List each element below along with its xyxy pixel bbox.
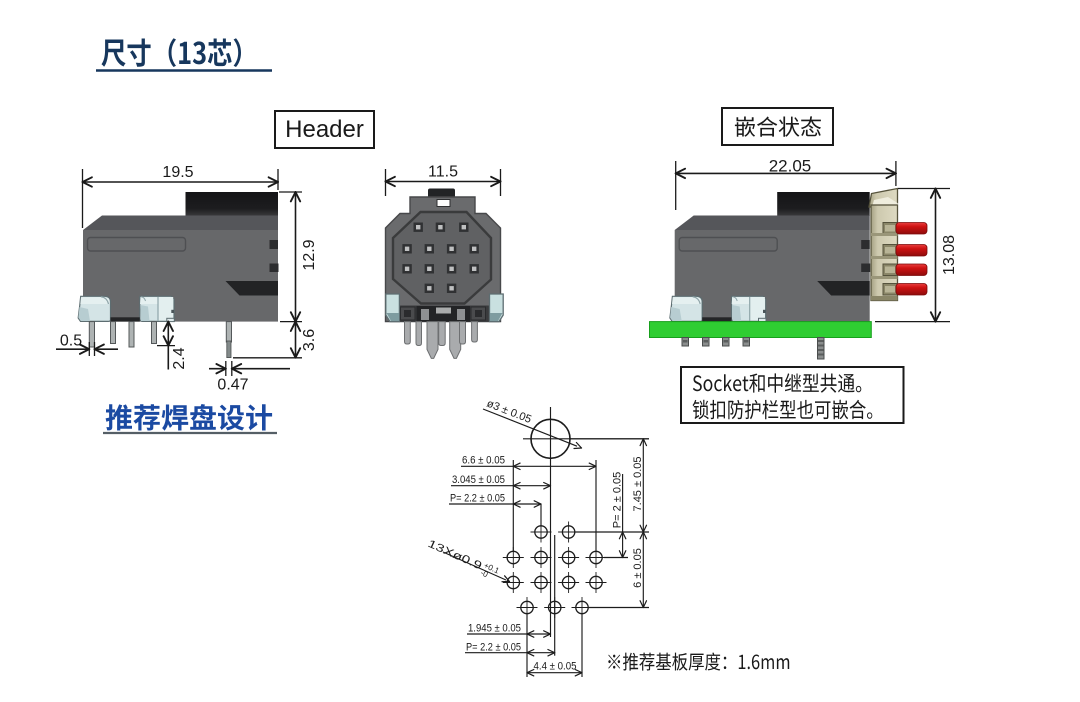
svg-text:19.5: 19.5 — [162, 164, 193, 181]
svg-text:P= 2.2 ± 0.05: P= 2.2 ± 0.05 — [466, 642, 521, 654]
svg-text:3.045 ± 0.05: 3.045 ± 0.05 — [452, 474, 505, 486]
svg-text:0.47: 0.47 — [217, 377, 248, 394]
svg-text:P= 2 ± 0.05: P= 2 ± 0.05 — [612, 472, 624, 529]
svg-text:1.945 ± 0.05: 1.945 ± 0.05 — [468, 623, 521, 635]
svg-text:P= 2.2 ± 0.05: P= 2.2 ± 0.05 — [450, 493, 505, 505]
svg-text:0.5: 0.5 — [60, 333, 82, 350]
svg-text:6.6 ± 0.05: 6.6 ± 0.05 — [462, 455, 505, 467]
svg-text:2.4: 2.4 — [171, 347, 188, 369]
svg-text:3.6: 3.6 — [301, 329, 318, 351]
svg-text:4.4 ± 0.05: 4.4 ± 0.05 — [534, 661, 577, 673]
svg-text:11.5: 11.5 — [428, 164, 458, 181]
svg-text:22.05: 22.05 — [769, 157, 812, 176]
svg-text:12.9: 12.9 — [301, 239, 318, 270]
svg-text:13.08: 13.08 — [941, 235, 958, 275]
svg-text:Header: Header — [285, 116, 364, 143]
svg-text:6 ± 0.05: 6 ± 0.05 — [632, 548, 644, 588]
svg-text:7.45 ± 0.05: 7.45 ± 0.05 — [632, 457, 644, 512]
